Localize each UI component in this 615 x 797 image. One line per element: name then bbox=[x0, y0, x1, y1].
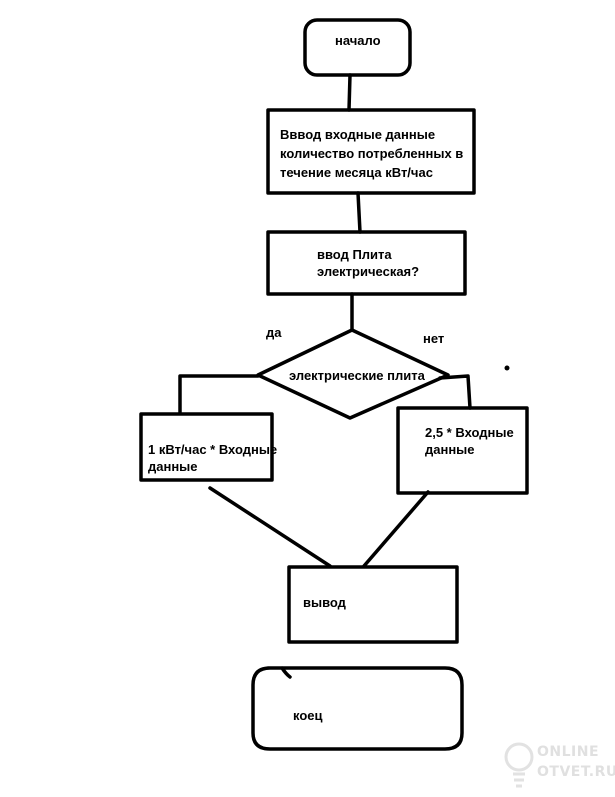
decision-label: электрические плита bbox=[289, 368, 425, 383]
start-label: начало bbox=[335, 33, 381, 48]
no-branch-label: нет bbox=[423, 331, 445, 346]
start-terminator bbox=[303, 18, 412, 77]
no-calc-line1: 2,5 * Входные bbox=[425, 425, 514, 440]
output-label: вывод bbox=[303, 595, 346, 610]
stove-input-line2: электрическая? bbox=[317, 264, 420, 279]
watermark-line1: ONLINE bbox=[537, 744, 600, 760]
watermark-bulb-icon bbox=[504, 742, 534, 788]
connector-no-branch bbox=[438, 374, 472, 410]
input-label-line1: Вввод входные данные bbox=[280, 127, 436, 142]
decision-diamond bbox=[256, 328, 450, 420]
stove-input-box bbox=[266, 230, 467, 296]
stove-input-line1: ввод Плита bbox=[317, 247, 392, 262]
yes-branch-label: да bbox=[266, 325, 282, 340]
connector-input-stove bbox=[356, 191, 362, 234]
input-label-line3: течение месяца кВт/час bbox=[280, 165, 433, 180]
end-terminator bbox=[251, 666, 464, 751]
no-calc-box bbox=[396, 406, 529, 495]
end-label: коец bbox=[293, 708, 323, 723]
input-data-box bbox=[266, 108, 476, 195]
input-label-line2: количество потребленных в bbox=[280, 146, 464, 161]
no-calc-line2: данные bbox=[425, 442, 475, 457]
yes-calc-line2: данные bbox=[148, 459, 198, 474]
watermark: ONLINE OTVET.RU bbox=[503, 738, 615, 793]
connector-yes-output bbox=[208, 486, 332, 568]
yes-calc-box bbox=[139, 412, 274, 482]
output-box bbox=[287, 565, 459, 644]
watermark-line2: OTVET.RU bbox=[537, 764, 615, 780]
connector-no-output bbox=[362, 490, 430, 568]
yes-calc-line1: 1 кВт/час * Входные bbox=[148, 442, 278, 457]
stray-dot bbox=[504, 365, 510, 371]
connector-yes-branch bbox=[178, 374, 260, 414]
connector-start-input bbox=[347, 73, 352, 112]
